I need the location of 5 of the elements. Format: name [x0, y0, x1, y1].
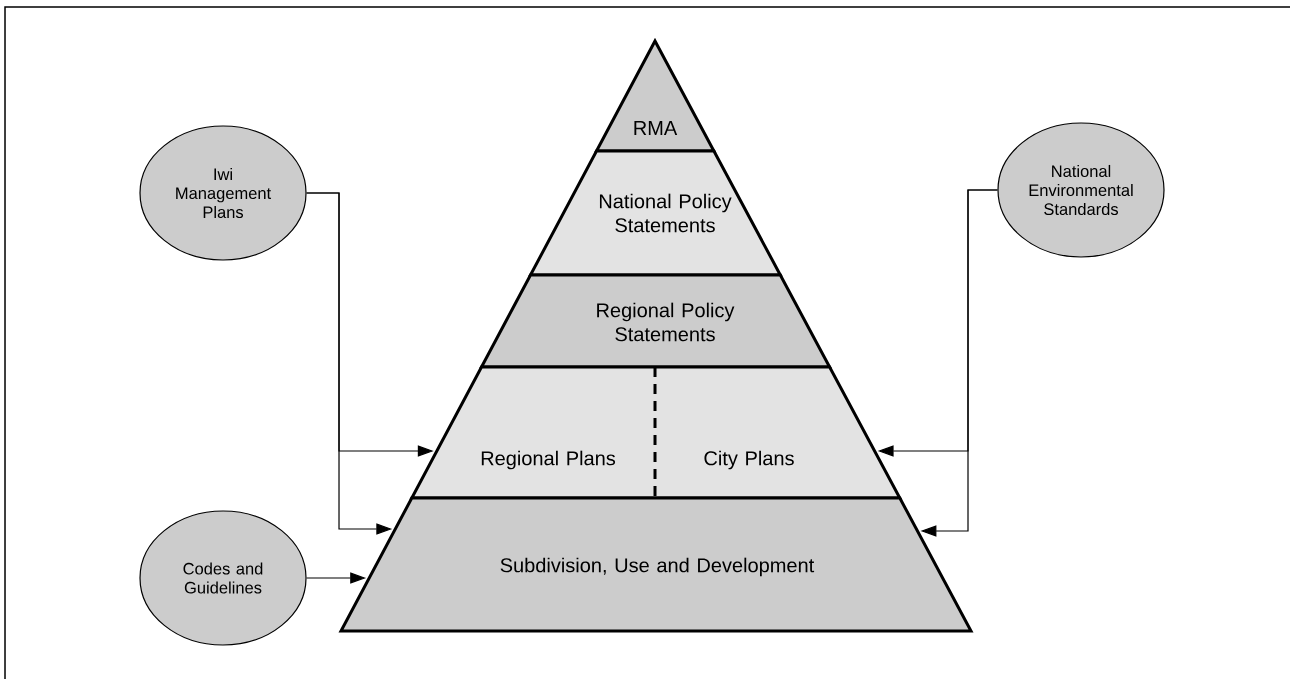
pyramid-band: City Plans: [655, 365, 903, 500]
ellipse-node: Codes and Guidelines: [139, 510, 307, 646]
ellipse-node: Iwi Management Plans: [139, 125, 307, 261]
pyramid-band: Regional Plans: [409, 365, 655, 500]
ellipse-node: National Environmental Standards: [997, 122, 1165, 258]
